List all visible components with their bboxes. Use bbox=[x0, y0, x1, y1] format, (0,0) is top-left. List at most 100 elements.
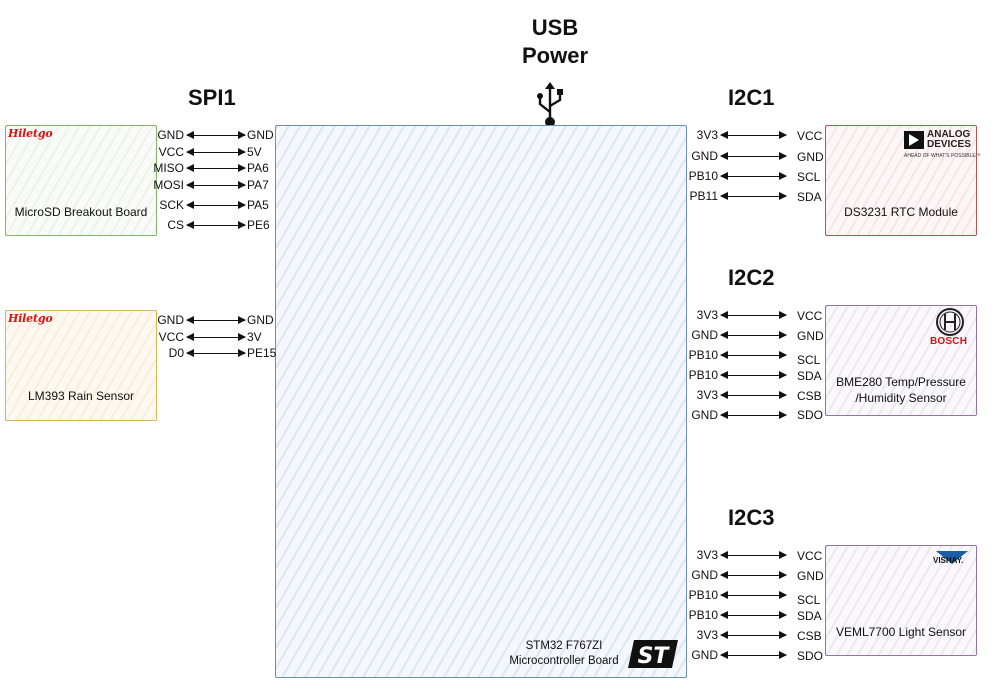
mcu-pin-label: 3V bbox=[247, 330, 262, 344]
mcu-pin-label: 5V bbox=[247, 145, 262, 159]
device-pin-label: SDA bbox=[797, 609, 822, 623]
mcu-pin-label: PB10 bbox=[688, 608, 718, 622]
bme280-board: BOSCH BME280 Temp/Pressure /Humidity Sen… bbox=[825, 305, 977, 416]
hiletgo-logo: Hiletgo bbox=[8, 312, 53, 325]
connection-arrow bbox=[186, 349, 246, 357]
vishay-text: VISHAY. bbox=[933, 556, 964, 565]
vishay-logo bbox=[936, 551, 968, 564]
mcu-pin-label: GND bbox=[691, 408, 718, 422]
connection-arrow bbox=[720, 411, 787, 419]
mcu-name-line2: Microcontroller Board bbox=[509, 655, 619, 667]
bosch-logo bbox=[936, 308, 964, 336]
connection-arrow bbox=[720, 651, 787, 659]
mcu-pin-label: PE6 bbox=[247, 218, 270, 232]
device-pin-label: SCK bbox=[159, 198, 184, 212]
device-pin-label: MISO bbox=[153, 161, 184, 175]
mcu-pin-label: PB10 bbox=[688, 368, 718, 382]
mcu-pin-label: 3V3 bbox=[696, 128, 718, 142]
rain-sensor-label: LM393 Rain Sensor bbox=[27, 389, 135, 403]
mcu-board: STM32 F767ZI Microcontroller Board ST bbox=[275, 125, 687, 678]
device-pin-label: VCC bbox=[797, 129, 823, 143]
veml7700-board: VISHAY. VEML7700 Light Sensor bbox=[825, 545, 977, 656]
device-pin-label: SCL bbox=[797, 353, 821, 367]
connection-arrow bbox=[720, 571, 787, 579]
mcu-pin-label: GND bbox=[247, 313, 274, 327]
connection-arrow bbox=[720, 311, 787, 319]
usb-power-title: USB Power bbox=[510, 14, 600, 70]
mcu-pin-label: GND bbox=[691, 568, 718, 582]
usb-title-line1: USB bbox=[531, 15, 579, 40]
i2c1-title: I2C1 bbox=[728, 85, 775, 110]
microsd-board: Hiletgo MicroSD Breakout Board bbox=[5, 125, 157, 236]
device-pin-label: GND bbox=[797, 569, 824, 583]
mcu-pin-label: 3V3 bbox=[696, 628, 718, 642]
device-pin-label: VCC bbox=[158, 330, 184, 344]
st-logo: ST bbox=[628, 640, 678, 669]
device-pin-label: SDO bbox=[797, 408, 824, 422]
connection-arrow bbox=[720, 152, 787, 160]
analog-devices-tagline: AHEAD OF WHAT'S POSSIBLE™ bbox=[904, 153, 981, 159]
mcu-name-line1: STM32 F767ZI bbox=[525, 640, 603, 652]
device-pin-label: SDA bbox=[797, 190, 822, 204]
analog-devices-text: ANALOG DEVICES bbox=[927, 130, 971, 149]
device-pin-label: VCC bbox=[158, 145, 184, 159]
ds3231-board: ANALOG DEVICES AHEAD OF WHAT'S POSSIBLE™… bbox=[825, 125, 981, 236]
connection-arrow bbox=[186, 131, 246, 139]
mcu-pin-label: GND bbox=[691, 648, 718, 662]
device-pin-label: SCL bbox=[797, 170, 821, 184]
device-pin-label: SCL bbox=[797, 593, 821, 607]
connection-arrow bbox=[720, 591, 787, 599]
usb-icon bbox=[537, 82, 563, 127]
mcu-pin-label: 3V3 bbox=[696, 308, 718, 322]
mcu-pin-label: GND bbox=[247, 128, 274, 142]
analog-devices-line1: ANALOG bbox=[927, 129, 971, 140]
microsd-label: MicroSD Breakout Board bbox=[14, 205, 148, 219]
mcu-pin-label: PA6 bbox=[247, 161, 269, 175]
connection-arrow bbox=[186, 148, 246, 156]
device-pin-label: SDO bbox=[797, 649, 824, 663]
analog-devices-logo bbox=[904, 131, 924, 149]
device-pin-label: D0 bbox=[168, 346, 184, 360]
mcu-pin-label: PA7 bbox=[247, 178, 269, 192]
connection-arrow bbox=[720, 131, 787, 139]
connection-arrow bbox=[186, 201, 246, 209]
mcu-pin-label: PB10 bbox=[688, 348, 718, 362]
connection-arrow bbox=[186, 221, 246, 229]
svg-text:ST: ST bbox=[638, 644, 671, 669]
device-pin-label: CSB bbox=[797, 629, 822, 643]
connection-arrow bbox=[720, 172, 787, 180]
mcu-pin-label: PB11 bbox=[689, 189, 718, 203]
connection-arrow bbox=[720, 391, 787, 399]
mcu-pin-label: GND bbox=[691, 149, 718, 163]
mcu-pin-label: GND bbox=[691, 328, 718, 342]
device-pin-label: VCC bbox=[797, 309, 823, 323]
usb-title-line2: Power bbox=[521, 43, 589, 68]
rain-sensor-board: Hiletgo LM393 Rain Sensor bbox=[5, 310, 157, 421]
connection-arrow bbox=[720, 611, 787, 619]
mcu-pin-label: 3V3 bbox=[696, 548, 718, 562]
ds3231-label: DS3231 RTC Module bbox=[844, 205, 958, 219]
spi1-title: SPI1 bbox=[188, 85, 236, 110]
device-pin-label: CSB bbox=[797, 389, 822, 403]
analog-devices-line2: DEVICES bbox=[927, 138, 971, 150]
bosch-text: BOSCH bbox=[930, 336, 968, 347]
connection-arrow bbox=[720, 192, 787, 200]
bme280-label: BME280 Temp/Pressure /Humidity Sensor bbox=[836, 375, 966, 405]
i2c2-title: I2C2 bbox=[728, 265, 775, 290]
hiletgo-logo: Hiletgo bbox=[8, 127, 53, 140]
mcu-label: STM32 F767ZI Microcontroller Board bbox=[502, 639, 626, 669]
connection-arrow bbox=[720, 551, 787, 559]
connection-arrow bbox=[720, 631, 787, 639]
i2c3-title: I2C3 bbox=[728, 505, 775, 530]
mcu-pin-label: PE15 bbox=[247, 346, 277, 360]
connection-arrow bbox=[186, 164, 246, 172]
device-pin-label: CS bbox=[167, 218, 184, 232]
device-pin-label: MOSI bbox=[153, 178, 184, 192]
mcu-pin-label: PB10 bbox=[688, 588, 718, 602]
connection-arrow bbox=[720, 371, 787, 379]
veml7700-label: VEML7700 Light Sensor bbox=[835, 625, 967, 639]
connection-arrow bbox=[720, 331, 787, 339]
device-pin-label: GND bbox=[797, 150, 824, 164]
device-pin-label: GND bbox=[157, 128, 184, 142]
connection-arrow bbox=[186, 316, 246, 324]
